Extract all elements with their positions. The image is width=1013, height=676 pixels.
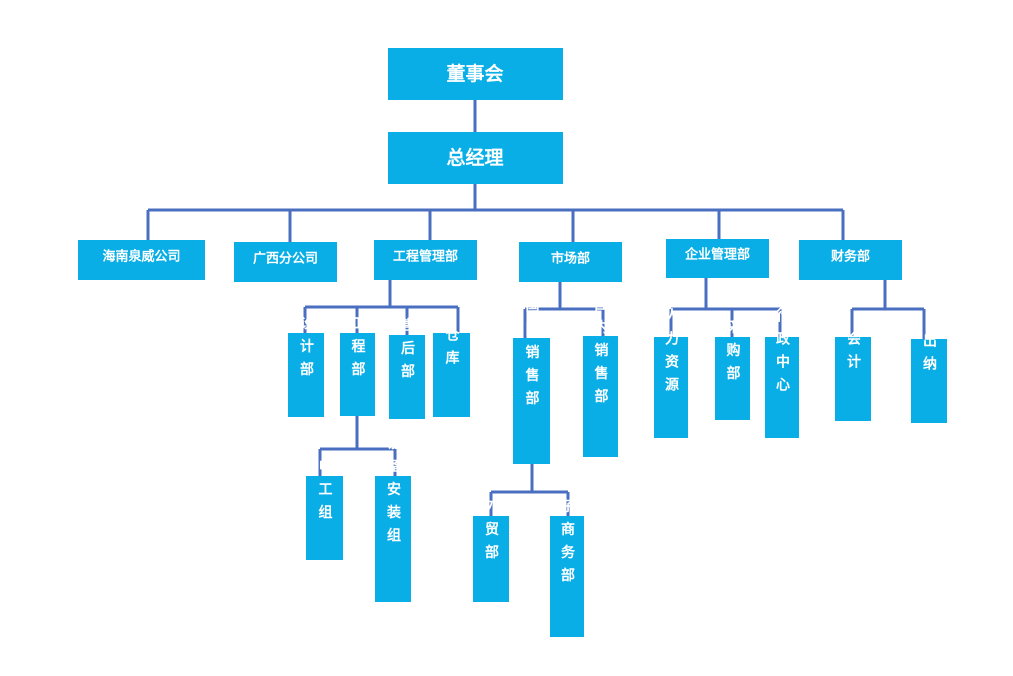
connector-lines [146, 100, 926, 516]
finance-box: 财务部 [799, 240, 902, 280]
admin-center-box: 行政中心 [765, 307, 799, 438]
domestic-sales-label: 国内销售部 [593, 297, 610, 412]
engineering-dept-box: 工程部 [340, 316, 375, 416]
cashier-box: 出纳 [911, 332, 947, 423]
design-dept-box: 设计部 [288, 316, 324, 417]
ecommerce-label: 电子商务部 [559, 475, 575, 591]
board-box: 董事会 [388, 48, 563, 100]
accounting-box: 会计 [835, 330, 871, 421]
hr-box: 人力资源 [654, 307, 688, 438]
finance-label: 财务部 [831, 249, 870, 265]
design-dept-label: 设计部 [298, 316, 314, 385]
accounting-label: 会计 [845, 330, 861, 377]
admin-center-label: 行政中心 [774, 307, 791, 400]
purchasing-label: 采购部 [725, 319, 742, 389]
electrical-team-label: 电工组 [317, 458, 333, 528]
hainan-branch-box: 海南泉威公司 [78, 240, 205, 280]
after-sales-dept-box: 售后部 [389, 317, 425, 419]
marketing-label: 市场部 [551, 251, 590, 267]
board-label: 董事会 [446, 62, 503, 85]
ecommerce-box: 电子商务部 [550, 475, 584, 637]
enterprise-management-label: 企业管理部 [684, 247, 750, 263]
engineering-management-label: 工程管理部 [393, 249, 458, 265]
general-manager-label: 总经理 [446, 146, 503, 169]
installation-team-box: 设备安装组 [375, 436, 411, 602]
purchasing-box: 采购部 [715, 319, 750, 420]
foreign-trade-box: 外贸部 [473, 498, 509, 602]
electrical-team-box: 电工组 [306, 458, 343, 560]
warehouse-label: 仓库 [444, 326, 461, 373]
guangxi-branch-label: 广西分公司 [253, 251, 318, 267]
guangxi-branch-box: 广西分公司 [234, 242, 337, 282]
engineering-dept-label: 工程部 [350, 316, 366, 385]
cashier-label: 出纳 [921, 332, 937, 379]
hainan-branch-label: 海南泉威公司 [102, 249, 180, 265]
international-sales-label: 国际销售部 [524, 299, 541, 414]
marketing-box: 市场部 [519, 242, 622, 282]
hr-label: 人力资源 [663, 307, 679, 400]
general-manager-box: 总经理 [388, 132, 563, 184]
engineering-management-box: 工程管理部 [374, 240, 477, 280]
enterprise-management-box: 企业管理部 [666, 239, 769, 278]
after-sales-dept-label: 售后部 [399, 317, 416, 387]
warehouse-box: 仓库 [433, 326, 470, 417]
international-sales-box: 国际销售部 [513, 299, 550, 464]
domestic-sales-box: 国内销售部 [583, 297, 618, 457]
installation-team-label: 设备安装组 [385, 436, 402, 551]
foreign-trade-label: 外贸部 [483, 498, 499, 568]
